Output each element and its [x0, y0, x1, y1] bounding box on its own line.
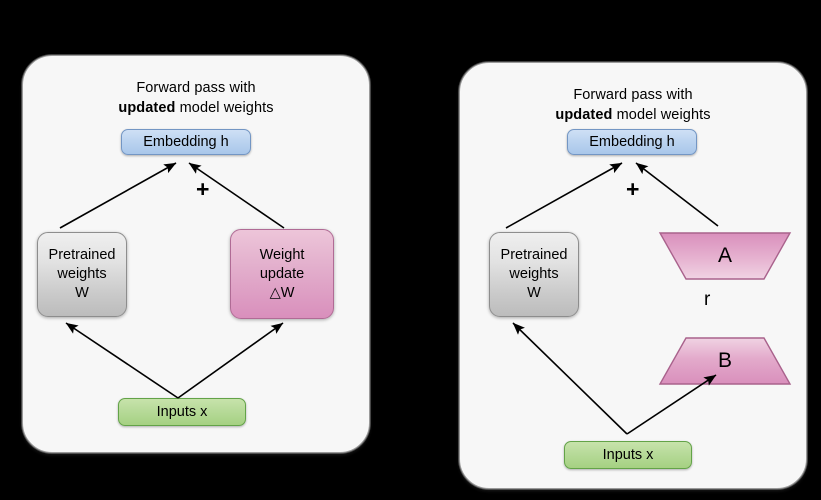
- node-embedding-left-label: Embedding h: [143, 133, 229, 150]
- panel-right-title-line2: model weights: [612, 107, 711, 123]
- node-inputs-left[interactable]: Inputs x: [118, 398, 246, 426]
- weight-update-line3: △W: [269, 284, 295, 301]
- node-embedding-left[interactable]: Embedding h: [121, 129, 251, 155]
- node-pretrained-weights-right[interactable]: Pretrained weights W: [489, 232, 579, 317]
- node-embedding-right-label: Embedding h: [589, 133, 675, 150]
- node-matrix-b[interactable]: B: [658, 336, 792, 386]
- pretrained-right-line1: Pretrained: [500, 247, 568, 263]
- plus-sign-right: +: [626, 176, 640, 202]
- pretrained-right-line3: W: [527, 285, 541, 301]
- panel-right-title-bold: updated: [555, 107, 613, 123]
- node-inputs-left-label: Inputs x: [156, 403, 208, 420]
- pretrained-left-line2: weights: [57, 266, 107, 282]
- panel-left-title: Forward pass with updated model weights: [23, 78, 369, 118]
- panel-left-title-bold: updated: [118, 100, 176, 116]
- weight-update-line2: update: [259, 265, 305, 282]
- panel-right-title: Forward pass with updated model weights: [460, 85, 806, 125]
- weight-update-line1: Weight: [259, 246, 305, 263]
- node-weight-update[interactable]: Weight update △W: [230, 229, 334, 319]
- panel-full-finetuning: Forward pass with updated model weights …: [22, 55, 370, 453]
- plus-sign-left: +: [196, 176, 210, 202]
- node-pretrained-weights-left[interactable]: Pretrained weights W: [37, 232, 127, 317]
- node-inputs-right[interactable]: Inputs x: [564, 441, 692, 469]
- panel-left-title-line2: model weights: [175, 100, 274, 116]
- panel-left-title-line1: Forward pass with: [136, 80, 256, 96]
- pretrained-right-line2: weights: [509, 266, 559, 282]
- rank-label-r: r: [704, 289, 711, 310]
- pretrained-left-line3: W: [75, 285, 89, 301]
- node-matrix-a[interactable]: A: [658, 231, 792, 281]
- node-inputs-right-label: Inputs x: [602, 446, 654, 463]
- node-embedding-right[interactable]: Embedding h: [567, 129, 697, 155]
- pretrained-left-line1: Pretrained: [48, 247, 116, 263]
- panel-lora: Forward pass with updated model weights …: [459, 62, 807, 489]
- panel-right-title-line1: Forward pass with: [573, 87, 693, 103]
